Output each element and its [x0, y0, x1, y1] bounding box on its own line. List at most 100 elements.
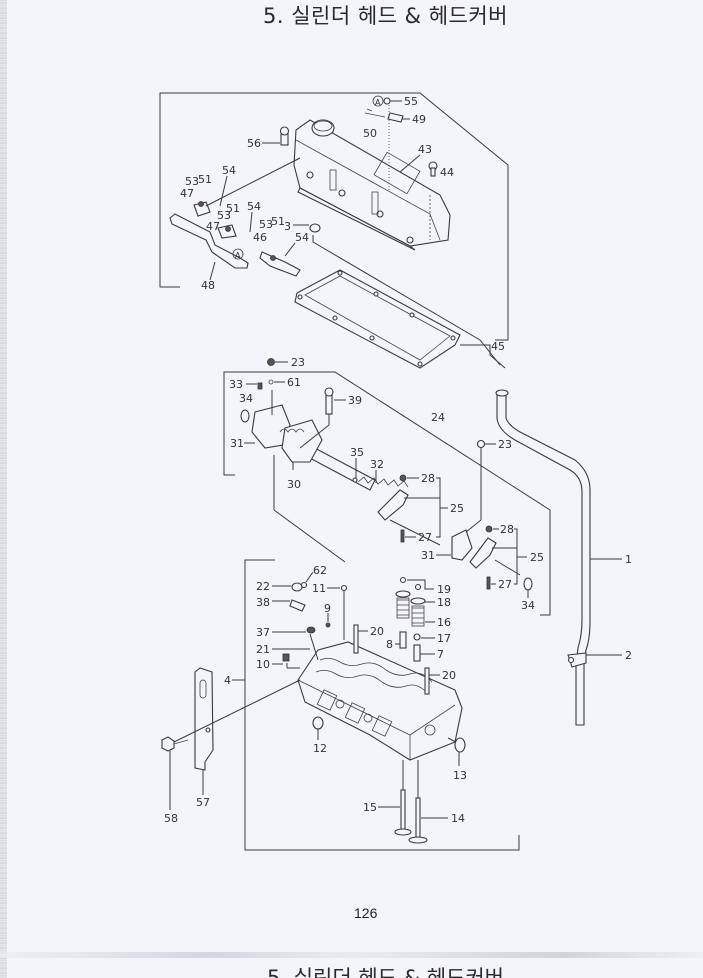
stud-20b: [424, 667, 430, 695]
lever-46: [259, 251, 301, 277]
head-cover-body: [293, 119, 451, 247]
seal-13: [454, 737, 466, 753]
retainer-18a: [395, 590, 411, 598]
bolt-58: [161, 736, 175, 752]
plug-37: [306, 626, 316, 634]
seal-12: [312, 716, 324, 730]
valve-14-head: [408, 836, 428, 844]
callout-33: 33: [229, 378, 243, 391]
spring-50: [364, 108, 386, 118]
gasket-45: [294, 269, 461, 369]
callout-23-b: 23: [498, 438, 512, 451]
leader-lever-to-cover: [205, 157, 301, 207]
callouts: 55 49 50 56 43 44 54 53 51 47 51 54 53 4…: [164, 95, 632, 825]
callout-16: 16: [437, 616, 451, 629]
callout-54-a: 54: [222, 164, 236, 177]
callout-53-a: 53: [185, 175, 199, 188]
head-cover-edge: [295, 139, 441, 241]
callout-3: 3: [284, 220, 291, 233]
valve-seal-17: [413, 633, 421, 641]
callout-11: 11: [312, 582, 326, 595]
ref-mark-A-top: [372, 95, 384, 107]
plug-10: [282, 653, 290, 662]
cylinder-head: [282, 576, 466, 844]
rocker-support-31b: [451, 529, 473, 561]
callout-48: 48: [201, 279, 215, 292]
callout-56: 56: [247, 137, 261, 150]
adjust-screw-27a: [400, 529, 405, 543]
callout-46: 46: [253, 231, 267, 244]
callout-17: 17: [437, 632, 451, 645]
callout-20-a: 20: [370, 625, 384, 638]
callout-57: 57: [196, 796, 210, 809]
page-number: 126: [354, 905, 378, 921]
callout-55: 55: [404, 95, 418, 108]
next-page-title-text: 5. 실린더 헤드 & 헤드커버: [267, 966, 504, 978]
part-9: [325, 622, 331, 628]
callout-34-b: 34: [521, 599, 535, 612]
ref-mark-A: [232, 248, 244, 260]
callout-27-a: 27: [418, 531, 432, 544]
scan-edge-artifact: [0, 0, 7, 978]
callout-20-b: 20: [442, 669, 456, 682]
callout-31-b: 31: [421, 549, 435, 562]
clip-3: [309, 223, 321, 233]
head-cover: A: [279, 95, 451, 251]
page-title: 5. 실린더 헤드 & 헤드커버: [0, 0, 703, 30]
callout-25-a: 25: [450, 502, 464, 515]
nut-28a: [399, 474, 407, 482]
ref-mark-A-label: A: [235, 251, 241, 260]
part-22: [291, 582, 303, 592]
pipe-1: [496, 391, 591, 726]
seal-34-left: [240, 409, 250, 423]
adjust-screw-27b: [486, 576, 491, 590]
callout-58: 58: [164, 812, 178, 825]
rocker-arm-25b: [469, 537, 497, 569]
callout-28-b: 28: [500, 523, 514, 536]
callout-54-c: 54: [295, 231, 309, 244]
part-38: [289, 599, 306, 612]
seal-34-right: [523, 577, 533, 591]
oring-62: [300, 581, 308, 589]
callout-53-b: 53: [217, 209, 231, 222]
screw-33: [257, 382, 263, 390]
callout-22: 22: [256, 580, 270, 593]
callout-61: 61: [287, 376, 301, 389]
callout-38: 38: [256, 596, 270, 609]
callout-31-a: 31: [230, 437, 244, 450]
callout-27-b: 27: [498, 578, 512, 591]
oring-11: [340, 584, 348, 592]
callout-8: 8: [386, 638, 393, 651]
callout-32: 32: [370, 458, 384, 471]
callout-25-b: 25: [530, 551, 544, 564]
stud-20a: [353, 624, 359, 654]
callout-18: 18: [437, 596, 451, 609]
callout-4: 4: [224, 674, 231, 687]
callout-13: 13: [453, 769, 467, 782]
breather-pipe-1: [495, 389, 591, 726]
callout-21: 21: [256, 643, 270, 656]
callout-49: 49: [412, 113, 426, 126]
valve-guide-7: [413, 644, 421, 662]
bolt-55: [383, 97, 391, 105]
callout-47-a: 47: [180, 187, 194, 200]
callout-15: 15: [363, 801, 377, 814]
rocker-arm-assembly: [240, 358, 533, 591]
retainer-18b: [410, 597, 426, 605]
valve-spring-16b: [412, 607, 424, 624]
callout-7: 7: [437, 648, 444, 661]
callout-43: 43: [418, 143, 432, 156]
valve-15-head: [394, 828, 412, 836]
callout-45: 45: [491, 340, 505, 353]
callout-10: 10: [256, 658, 270, 671]
callout-47-b: 47: [206, 220, 220, 233]
washer-35: [352, 477, 358, 483]
callout-35: 35: [350, 446, 364, 459]
callout-30: 30: [287, 478, 301, 491]
group-frames: [159, 92, 551, 851]
callout-19: 19: [437, 583, 451, 596]
oil-filler-cap: [311, 119, 335, 137]
nut-23b: [476, 439, 486, 449]
spring-32: [357, 476, 409, 488]
